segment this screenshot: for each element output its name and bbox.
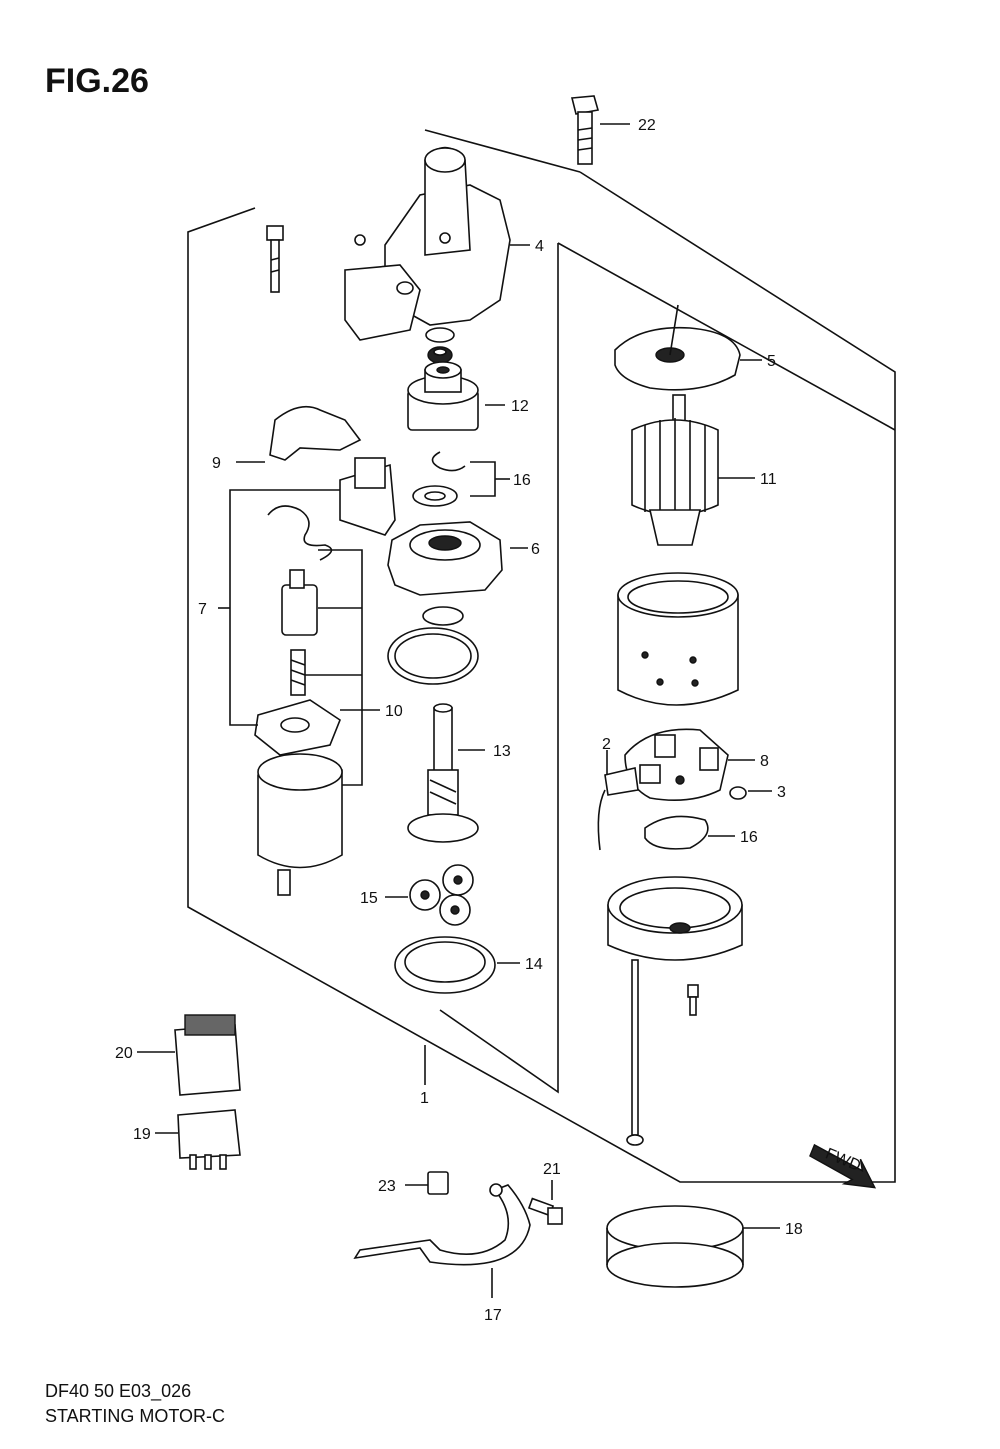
callout-10: 10 [385,703,403,720]
part-11-armature [631,394,755,546]
callout-17: 17 [484,1307,502,1324]
part-8-brush-holder [597,728,772,851]
callout-13: 13 [493,743,511,760]
diagram-code: DF40 50 E03_026 [45,1381,192,1401]
callout-8: 8 [760,753,769,770]
callout-9: 9 [212,455,221,472]
assembly-outline [187,129,896,1183]
callout-21: 21 [543,1161,561,1178]
callout-15: 15 [360,890,378,907]
part-22-bolt [570,95,630,165]
figure-number: FIG.26 [45,62,149,100]
part-14-internal-gear [394,936,520,994]
bearing [425,327,455,364]
fwd-arrow-icon: FWD [809,1143,877,1189]
part-13-shaft [407,703,485,843]
motor-yoke [617,572,739,706]
part-7-solenoid-set [218,457,396,896]
callout-5: 5 [767,353,776,370]
callout-2: 2 [602,736,611,753]
part-19-relay [155,1109,241,1170]
part-23-pad [405,1171,449,1195]
callout-1: 1 [420,1090,429,1107]
diagram-title: STARTING MOTOR-C [45,1406,225,1426]
part-6-gear-housing [387,521,528,626]
callout-labels: 22 4 5 12 9 16 11 6 7 10 2 13 8 3 16 15 … [115,117,803,1324]
callout-11: 11 [760,471,777,488]
callout-3: 3 [777,784,786,801]
part-4-housing [344,146,530,341]
callout-6: 6 [531,541,540,558]
small-bolt [266,225,284,293]
part-18-band [606,1205,780,1288]
callout-23: 23 [378,1178,396,1195]
callout-14: 14 [525,956,543,973]
callout-4: 4 [535,238,544,255]
callout-22: 22 [638,117,656,134]
part-16-clip-washer [412,451,510,507]
part-20-relay [137,1014,241,1096]
part-5-plate [614,304,762,391]
callout-12: 12 [511,398,529,415]
part-21-bolt [527,1180,563,1225]
callout-7: 7 [198,601,207,618]
part-16-plate [644,815,735,850]
callout-18: 18 [785,1221,803,1238]
callout-16a: 16 [513,472,531,489]
callout-19: 19 [133,1126,151,1143]
callout-20: 20 [115,1045,133,1062]
part-9-lever [236,405,362,463]
callout-16b: 16 [740,829,758,846]
gasket-ring [387,627,479,685]
part-17-bracket [353,1183,531,1298]
end-cover [607,876,743,1146]
part-15-planet-gears [385,864,474,926]
part-12-pinion [407,361,505,431]
